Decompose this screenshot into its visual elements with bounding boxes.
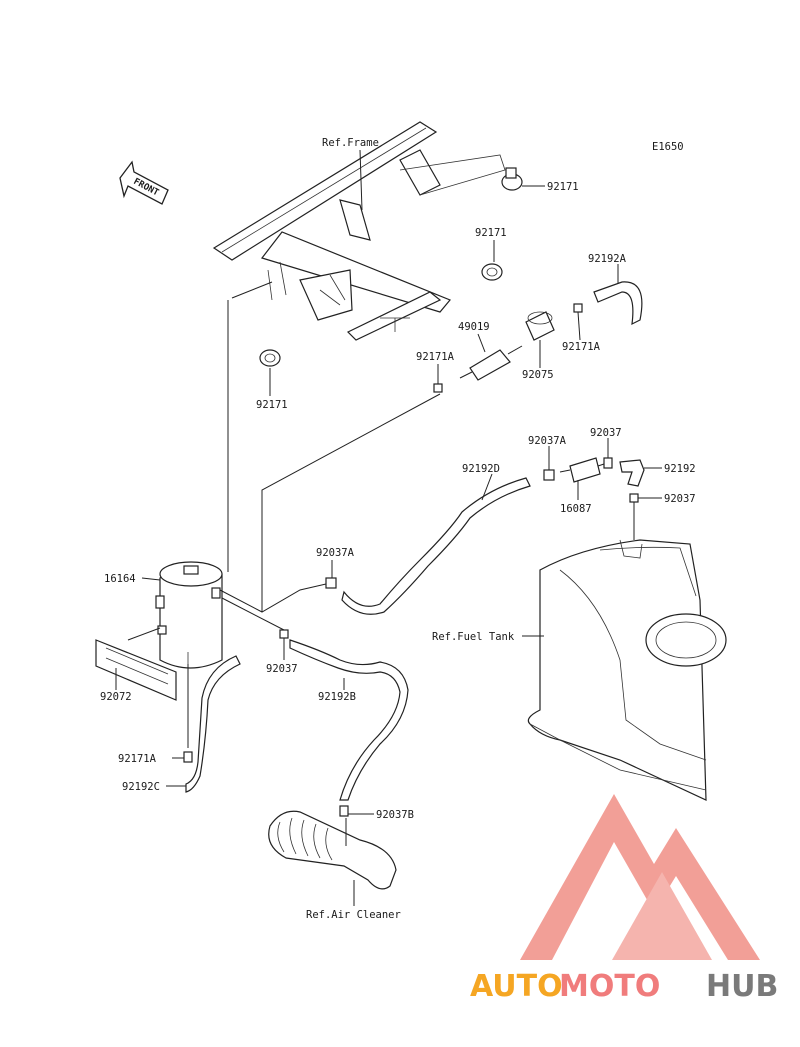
part-number-label: 92192C (122, 781, 160, 793)
part-number-label: 92192B (318, 691, 356, 703)
watermark-logo (520, 794, 760, 960)
part-number-label: 92075 (522, 369, 554, 381)
part-number-label: 92037 (664, 493, 696, 505)
clamp-92037A-hose: 92037A (316, 547, 355, 589)
watermark-word: AUTO (470, 969, 563, 1004)
ref-air-cleaner-label: Ref.Air Cleaner (306, 909, 401, 921)
clamp-92171A-bottom: 92171A (118, 751, 193, 765)
clamp-92171-top: 92171 (501, 167, 579, 193)
part-number-label: 92072 (100, 691, 132, 703)
part-number-label: 49019 (458, 321, 490, 333)
part-number-label: 16087 (560, 503, 592, 515)
bracket-92072: 92072 (95, 627, 177, 703)
clamp-92037-right: 92037 (629, 493, 696, 540)
part-number-label: 92037 (266, 663, 298, 675)
hose-92192B: 92192B (289, 639, 409, 801)
part-number-label: 92171A (416, 351, 455, 363)
part-number-label: 92192 (664, 463, 696, 475)
part-number-label: 92192D (462, 463, 500, 475)
clamp-92037-top: 92037 (590, 427, 622, 469)
clamp-92037B: 92037B (339, 805, 414, 821)
part-number-label: 16164 (104, 573, 136, 585)
part-number-label: 92192A (588, 253, 627, 265)
frame-assembly: Ref.Frame (212, 121, 506, 341)
valve-16087: 16087 (559, 457, 605, 515)
clamp-92037A-top: 92037A (528, 435, 567, 481)
clamp-92171A-right: 92171A (562, 303, 601, 353)
clamp-92171-mid: 92171 (475, 227, 507, 281)
hose-92192: 92192 (619, 459, 696, 487)
hose-92192A: 92192A (588, 253, 643, 326)
clamp-92037-canister: 92037 (266, 629, 298, 675)
diagram-code: E1650 (652, 141, 684, 153)
label-92192C: 92192C (122, 781, 186, 793)
ref-fuel-tank-label: Ref.Fuel Tank (432, 631, 515, 643)
ref-frame-label: Ref.Frame (322, 137, 379, 149)
clamp-92075: 92075 (522, 311, 555, 381)
part-number-label: 92171 (475, 227, 507, 239)
part-number-label: 92037A (528, 435, 567, 447)
clamp-92171-left: 92171 (256, 349, 288, 411)
part-number-label: 92171A (562, 341, 601, 353)
air-cleaner-duct: Ref.Air Cleaner (268, 810, 401, 921)
part-number-label: 92037B (376, 809, 414, 821)
part-number-label: 92037A (316, 547, 355, 559)
watermark-word: HUB (706, 969, 778, 1004)
watermark-word: MOTO (559, 969, 660, 1004)
canister-16164: 16164 (104, 561, 223, 669)
clamp-92171A-left: 92171A (416, 351, 455, 393)
part-number-label: 92171 (256, 399, 288, 411)
fuel-filter-49019: 49019 (458, 321, 523, 381)
part-number-label: 92037 (590, 427, 622, 439)
part-number-label: 92171A (118, 753, 157, 765)
hose-92192C (185, 655, 241, 793)
part-number-label: 92171 (547, 181, 579, 193)
fuel-tank: Ref.Fuel Tank (432, 539, 727, 801)
watermark-text: AUTO MOTO HUB (470, 969, 778, 1004)
hose-92192D: 92192D (341, 463, 531, 615)
front-arrow-icon: FRONT (119, 160, 169, 205)
